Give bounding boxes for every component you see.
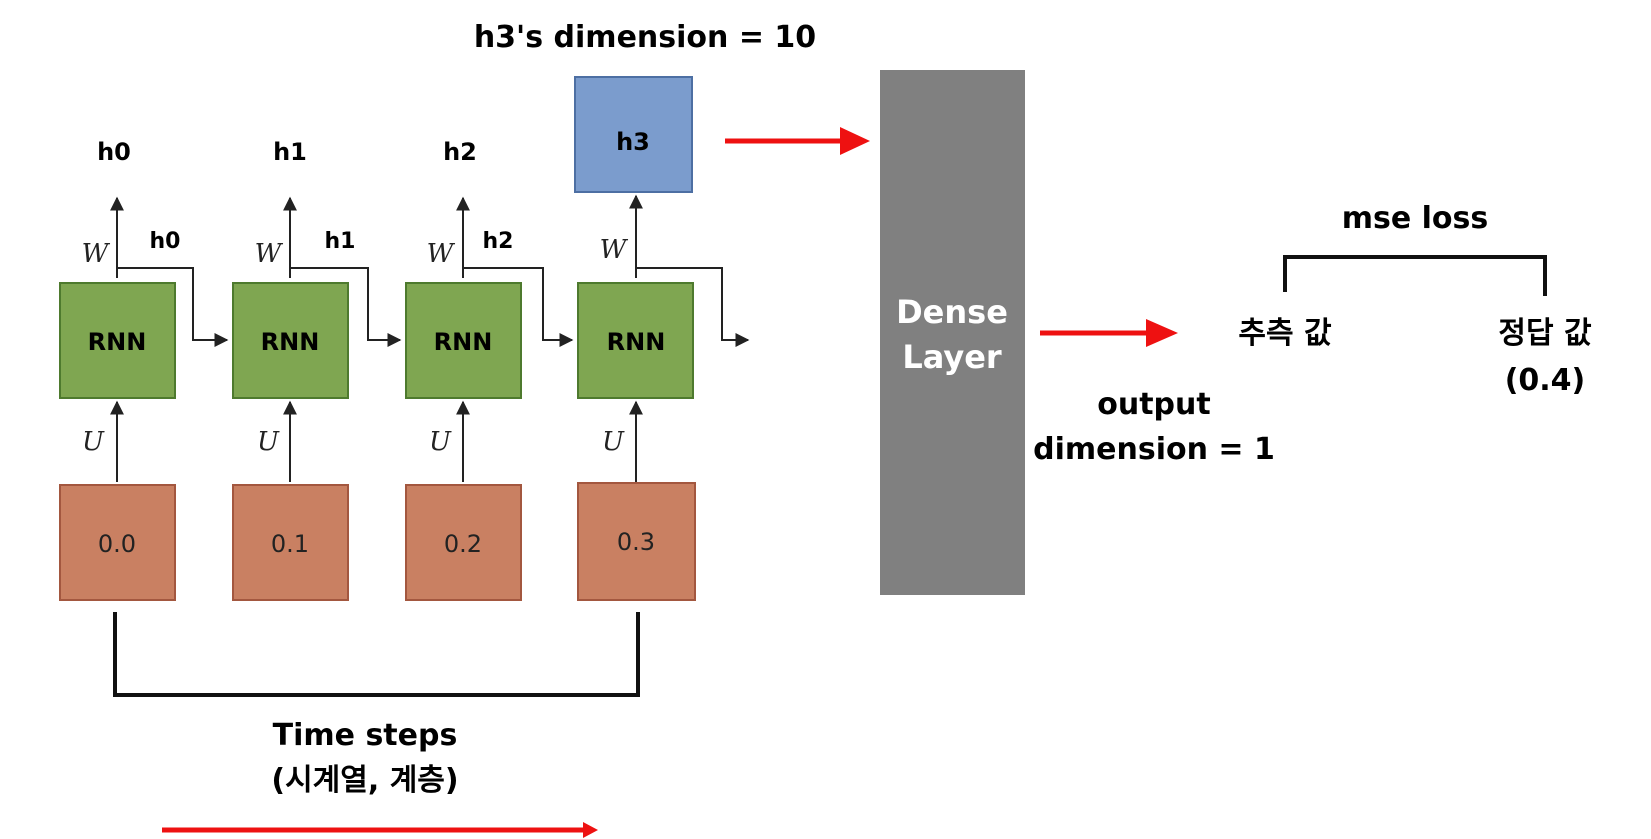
input-value: 0.2 <box>444 530 482 558</box>
w-weight-label: W <box>600 235 629 265</box>
time-steps-bracket <box>113 612 640 697</box>
top-label-h2: h2 <box>443 138 477 166</box>
rnn-cell <box>59 282 176 399</box>
recurrent-arrow <box>463 267 574 347</box>
time-direction-arrowhead <box>583 822 598 838</box>
h3-output-label: h3 <box>616 128 650 156</box>
ground-truth-value: (0.4) <box>1505 363 1586 398</box>
input-value: 0.1 <box>271 530 309 558</box>
dense-layer <box>880 70 1025 595</box>
dense-layer-sublabel: Layer <box>902 338 1002 376</box>
h3-to-dense-arrowhead <box>840 127 870 155</box>
rnn-cell <box>405 282 522 399</box>
side-label-h2: h2 <box>483 229 514 254</box>
mse-loss-title: mse loss <box>1342 201 1489 236</box>
dense-layer-label: Dense <box>896 293 1008 331</box>
rnn-cell <box>577 282 694 399</box>
top-label-h0: h0 <box>97 138 131 166</box>
recurrent-arrow <box>636 267 750 347</box>
prediction-label: 추측 값 <box>1238 316 1332 351</box>
rnn-cell-label: RNN <box>607 328 666 356</box>
side-label-h0: h0 <box>150 229 181 254</box>
w-weight-label: W <box>427 239 456 269</box>
h3-output-box <box>574 76 693 193</box>
rnn-cell-label: RNN <box>88 328 147 356</box>
input-value: 0.3 <box>617 528 655 556</box>
time-steps-sublabel: (시계열, 계층) <box>271 763 458 798</box>
ground-truth-label: 정답 값 <box>1498 316 1592 351</box>
u-weight-label: U <box>82 427 105 457</box>
rnn-cell-label: RNN <box>434 328 493 356</box>
input-box <box>405 484 522 601</box>
recurrent-arrow <box>117 267 229 347</box>
side-label-h1: h1 <box>325 229 356 254</box>
w-weight-label: W <box>82 239 111 269</box>
time-steps-label: Time steps <box>273 718 458 753</box>
recurrent-arrow <box>290 267 402 347</box>
input-value: 0.0 <box>98 530 136 558</box>
rnn-cell <box>232 282 349 399</box>
mse-loss-bracket <box>1283 255 1547 296</box>
top-label-h1: h1 <box>273 138 307 166</box>
w-weight-label: W <box>255 239 284 269</box>
input-box <box>232 484 349 601</box>
u-weight-label: U <box>602 427 625 457</box>
dense-to-pred-arrowhead <box>1146 319 1178 347</box>
output-dimension-label: output <box>1097 387 1210 422</box>
u-weight-label: U <box>429 427 452 457</box>
h3-dimension-title: h3's dimension = 10 <box>474 20 816 55</box>
u-weight-label: U <box>257 427 280 457</box>
output-dimension-value: dimension = 1 <box>1033 432 1275 467</box>
time-step-2: h2 W h2 RNN U 0.2 <box>405 138 574 601</box>
rnn-cell-label: RNN <box>261 328 320 356</box>
time-step-1: h1 W h1 RNN U 0.1 <box>232 138 402 601</box>
time-step-3: h3 W RNN U 0.3 <box>574 76 750 601</box>
input-box <box>59 484 176 601</box>
time-step-0: h0 W h0 RNN U 0.0 <box>59 138 229 601</box>
input-box <box>577 482 696 601</box>
